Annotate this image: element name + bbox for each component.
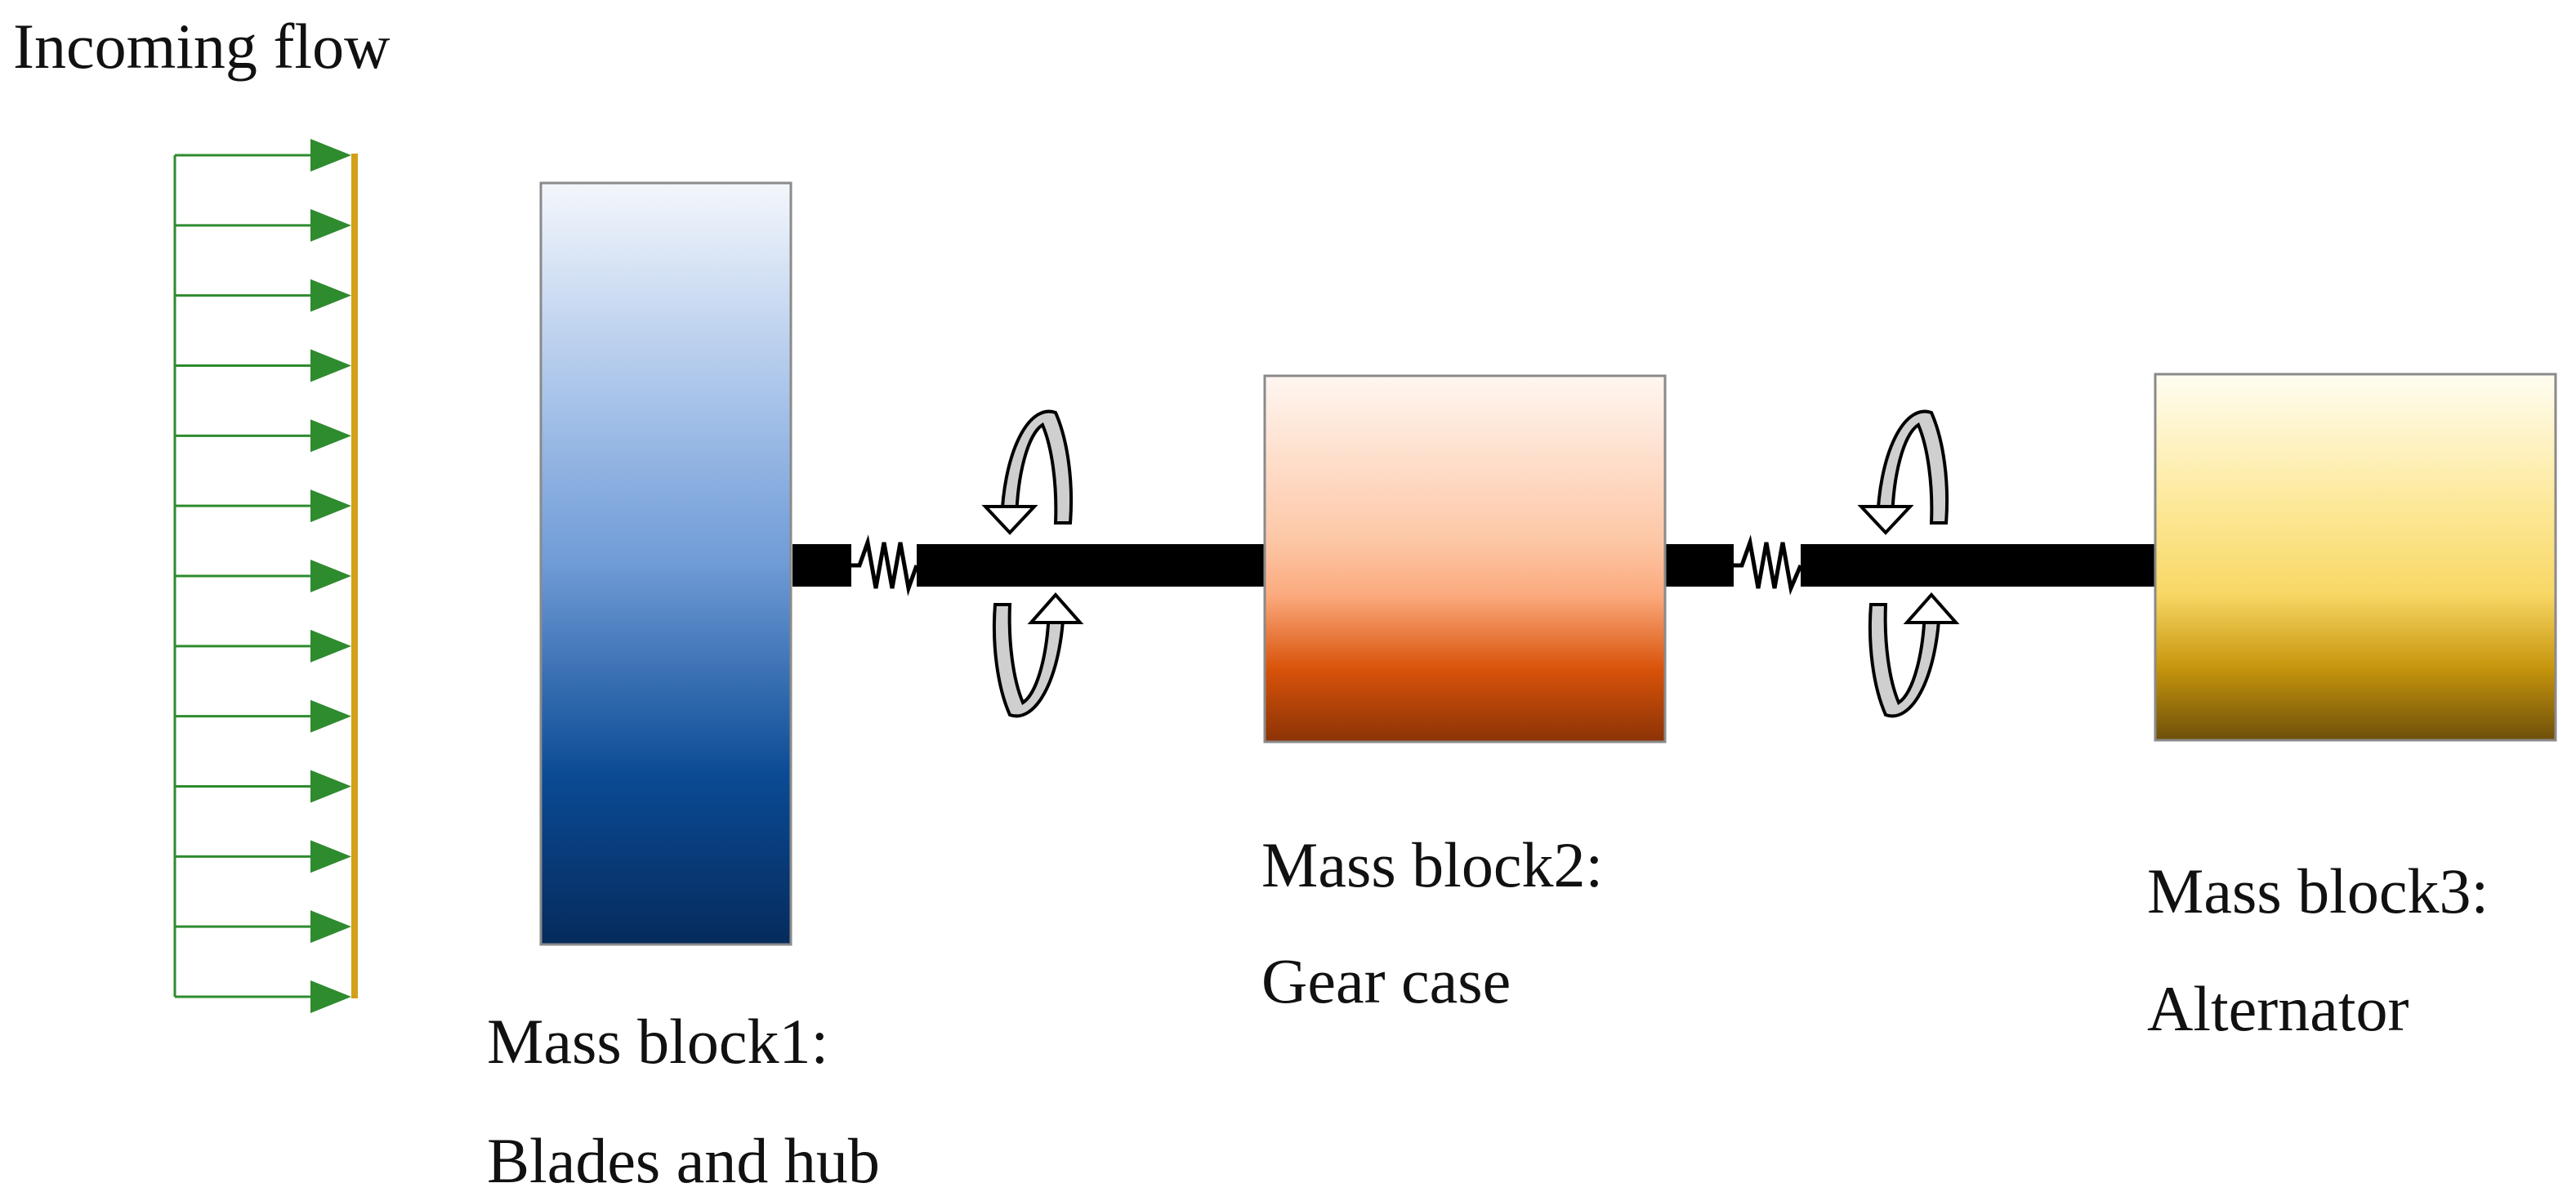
flow-arrow-head (310, 208, 351, 242)
flow-arrow-head (310, 560, 351, 592)
flow-arrow-head (310, 699, 351, 733)
spring-2 (1734, 534, 1803, 596)
shaft-segment-1a (792, 544, 851, 587)
block3-desc-label: Alternator (2147, 973, 2409, 1044)
flow-arrow-head (310, 139, 351, 172)
rotation-arrow-2 (1857, 409, 1960, 718)
block3-name-label: Mass block3: (2147, 855, 2489, 926)
spring-1 (851, 534, 919, 596)
incoming-flow-arrows (173, 139, 358, 1013)
shaft-segment-1b (917, 544, 1266, 587)
diagram-title: Incoming flow (13, 11, 391, 82)
flow-arrow-head (310, 489, 351, 523)
shaft-segment-2a (1663, 544, 1734, 587)
mass-block-1 (539, 181, 792, 946)
flow-arrow-head (310, 349, 351, 382)
flow-arrow-head (310, 910, 351, 944)
rotation-arrow-1 (981, 409, 1084, 718)
shafts (792, 544, 2155, 587)
mass-block-3 (2154, 373, 2557, 742)
mass-block-2 (1263, 374, 1667, 743)
flow-arrow-head (310, 770, 351, 803)
block2-desc-label: Gear case (1261, 945, 1511, 1016)
shaft-segment-2b (1801, 544, 2155, 587)
flow-arrow-head (310, 980, 351, 1013)
block2-name-label: Mass block2: (1261, 829, 1604, 900)
flow-arrow-head (310, 279, 351, 312)
flow-arrow-head (310, 840, 351, 873)
flow-arrow-head (310, 419, 351, 453)
flow-arrow-head (310, 629, 351, 663)
block1-desc-label: Blades and hub (487, 1125, 880, 1196)
block1-name-label: Mass block1: (487, 1006, 829, 1077)
